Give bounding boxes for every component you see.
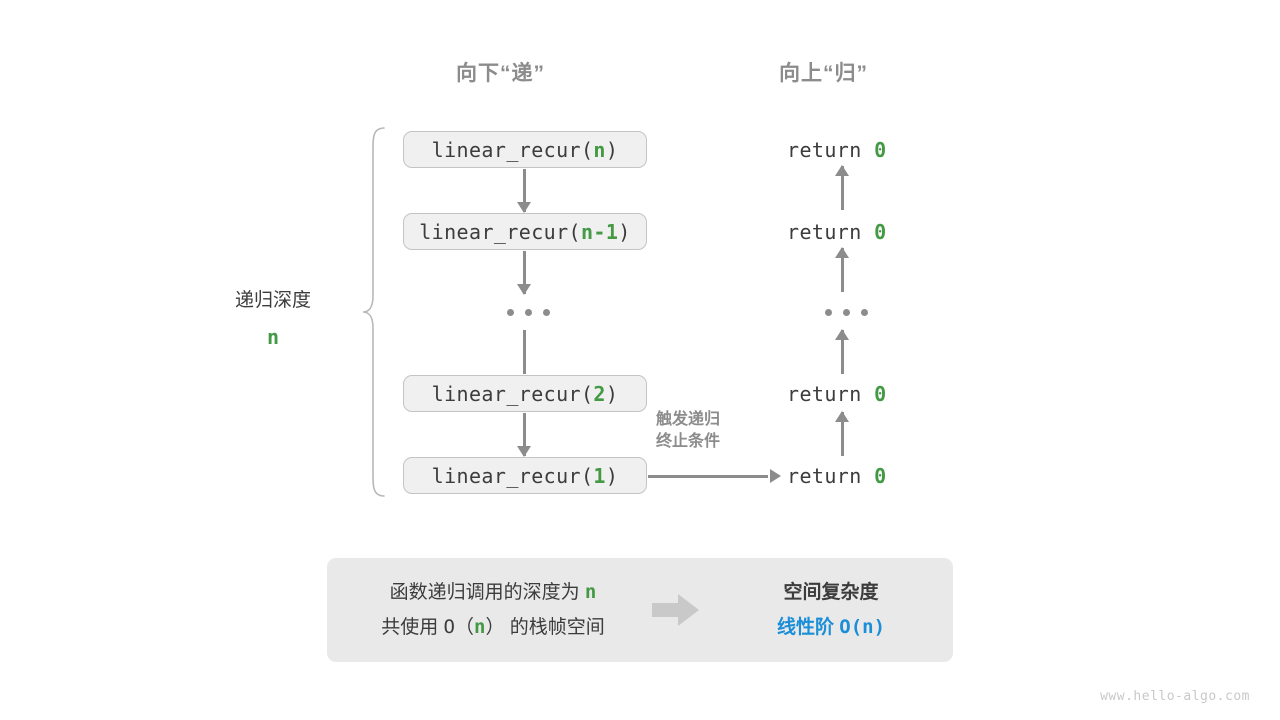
- heading-descend: 向下“递”: [456, 62, 545, 85]
- call-frame-prefix: linear_recur(: [431, 381, 594, 406]
- heading-ascend: 向上“归”: [779, 62, 868, 85]
- return-statement: return 0: [787, 464, 887, 488]
- ellipsis-right: [825, 309, 868, 316]
- arrow-right-icon: [648, 469, 781, 483]
- return-statement: return 0: [787, 220, 887, 244]
- call-frame-arg: 1: [593, 463, 606, 488]
- summary-description: 函数递归调用的深度为 n 共使用 O（n） 的栈帧空间: [327, 575, 643, 645]
- recursion-depth-value: n: [266, 325, 280, 349]
- return-value: 0: [874, 220, 887, 244]
- arrow-down-icon: [517, 413, 531, 457]
- summary-panel: 函数递归调用的深度为 n 共使用 O（n） 的栈帧空间 空间复杂度 线性阶 O(…: [327, 558, 953, 662]
- call-frame-box[interactable]: linear_recur(1): [403, 457, 647, 494]
- arrow-down-icon: [521, 330, 528, 374]
- return-keyword: return: [787, 464, 862, 488]
- summary-line-1: 函数递归调用的深度为 n: [343, 575, 643, 610]
- recursion-depth-text: 递归深度: [234, 290, 311, 311]
- termination-note-line1: 触发递归: [656, 411, 721, 428]
- call-frame-arg: 2: [593, 381, 606, 406]
- watermark: www.hello-algo.com: [1100, 689, 1250, 704]
- arrow-up-icon: [835, 329, 849, 374]
- summary-line1-n: n: [584, 581, 597, 603]
- call-frame-prefix: linear_recur(: [419, 219, 581, 244]
- return-value: 0: [874, 138, 887, 162]
- return-keyword: return: [787, 138, 862, 162]
- arrow-down-icon: [517, 251, 531, 295]
- return-keyword: return: [787, 382, 862, 406]
- call-frame-box[interactable]: linear_recur(n): [403, 131, 647, 168]
- call-frame-suffix: ): [605, 137, 619, 162]
- call-frame-arg: n: [593, 137, 606, 162]
- recursion-depth-brace: [360, 126, 388, 498]
- return-statement: return 0: [787, 138, 887, 162]
- summary-line1-text: 函数递归调用的深度为: [389, 582, 580, 603]
- call-frame-box[interactable]: linear_recur(2): [403, 375, 647, 412]
- summary-line2-n: n: [473, 616, 486, 638]
- summary-line-2: 共使用 O（n） 的栈帧空间: [343, 610, 643, 645]
- summary-conclusion: 空间复杂度 线性阶 O(n): [709, 576, 953, 645]
- return-statement: return 0: [787, 382, 887, 406]
- arrow-up-icon: [835, 247, 849, 292]
- summary-line2-bigo-close: ）: [485, 616, 505, 638]
- call-frame-prefix: linear_recur(: [431, 137, 594, 162]
- summary-line2-text-b: 的栈帧空间: [509, 617, 605, 638]
- return-keyword: return: [787, 220, 862, 244]
- complexity-order-text: 线性阶: [776, 616, 834, 638]
- summary-line2-text-a: 共使用: [381, 617, 439, 638]
- space-complexity-value: 线性阶 O(n): [709, 610, 953, 645]
- arrow-up-icon: [835, 165, 849, 210]
- recursion-depth-label: 递归深度 n: [180, 283, 366, 355]
- call-frame-box[interactable]: linear_recur(n-1): [403, 213, 647, 250]
- call-frame-suffix: ): [618, 219, 631, 244]
- call-frame-suffix: ): [605, 463, 619, 488]
- termination-note-line2: 终止条件: [656, 433, 721, 450]
- complexity-order-notation: O(n): [839, 615, 886, 638]
- call-frame-prefix: linear_recur(: [431, 463, 594, 488]
- call-frame-suffix: ): [605, 381, 619, 406]
- summary-line2-bigo-open: O（: [443, 616, 474, 638]
- return-value: 0: [874, 382, 887, 406]
- ellipsis-left: [507, 309, 550, 316]
- arrow-up-icon: [835, 411, 849, 456]
- space-complexity-title: 空间复杂度: [783, 581, 879, 603]
- termination-condition-note: 触发递归 终止条件: [656, 409, 720, 453]
- block-arrow-right-icon: [643, 593, 709, 627]
- arrow-down-icon: [517, 169, 531, 213]
- return-value: 0: [874, 464, 887, 488]
- call-frame-arg: n-1: [580, 219, 619, 244]
